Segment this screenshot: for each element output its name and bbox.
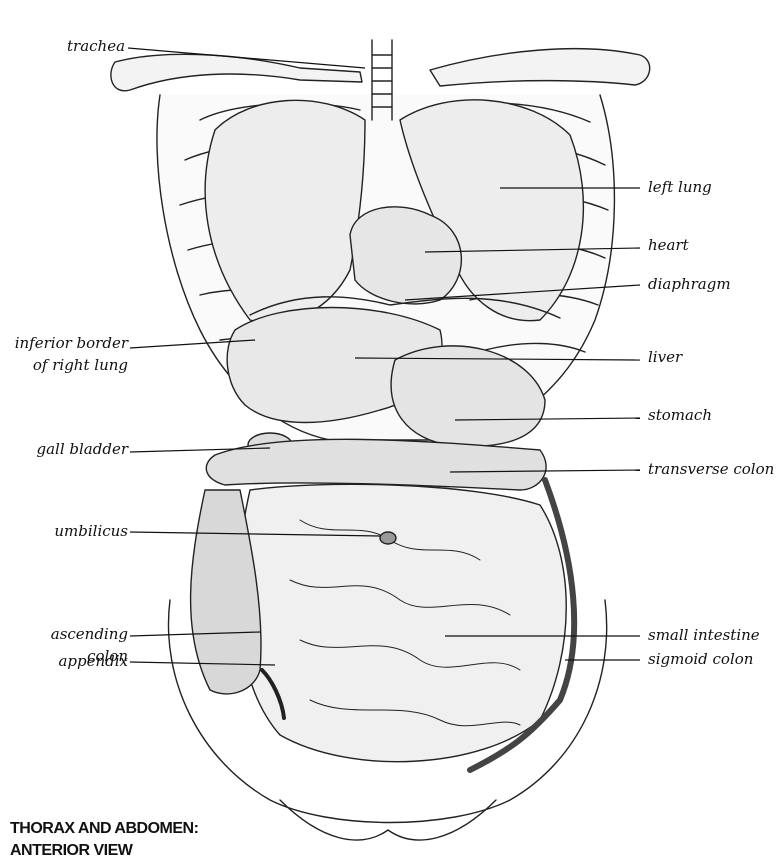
label-inferior-border-line2: of right lung <box>10 356 128 374</box>
label-appendix: appendix <box>10 652 128 670</box>
figure-caption: THORAX AND ABDOMEN: ANTERIOR VIEW <box>10 818 198 862</box>
small-intestine-shape <box>238 484 566 761</box>
label-trachea: trachea <box>67 37 125 55</box>
label-gall-bladder: gall bladder <box>10 440 128 458</box>
label-left-lung: left lung <box>648 178 712 196</box>
pubic-bones <box>280 800 496 840</box>
umbilicus-shape <box>380 532 396 544</box>
label-umbilicus: umbilicus <box>10 522 128 540</box>
label-stomach: stomach <box>648 406 712 424</box>
transverse-colon-shape <box>206 439 546 490</box>
label-inferior-border-line1: inferior border <box>10 334 128 352</box>
label-liver: liver <box>648 348 682 366</box>
label-heart: heart <box>648 236 689 254</box>
label-small-intestine: small intestine <box>648 626 760 644</box>
label-sigmoid-colon: sigmoid colon <box>648 650 753 668</box>
label-diaphragm: diaphragm <box>648 275 731 293</box>
label-transverse-colon: transverse colon <box>648 460 774 478</box>
caption-line2: ANTERIOR VIEW <box>10 840 198 862</box>
caption-line1: THORAX AND ABDOMEN: <box>10 818 198 840</box>
label-ascending-colon-line1: ascending <box>10 625 128 643</box>
